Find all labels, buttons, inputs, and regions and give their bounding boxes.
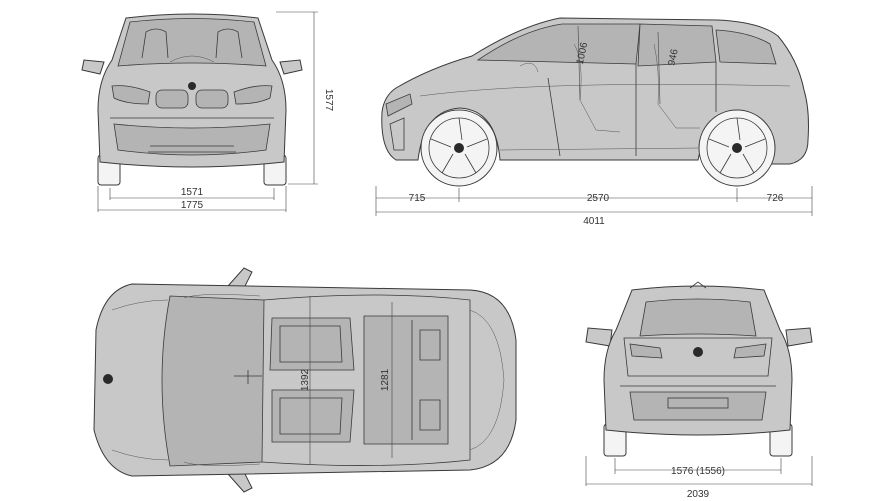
right-tail-light bbox=[733, 343, 767, 359]
front-left-seat bbox=[269, 317, 355, 371]
front-logo bbox=[188, 82, 196, 90]
rear-view bbox=[585, 281, 813, 486]
front-side-window bbox=[476, 23, 641, 65]
right-headlight bbox=[233, 85, 273, 105]
rear-quarter-window bbox=[715, 29, 777, 65]
front-track-width-label: 1571 bbox=[181, 187, 204, 198]
right-kidney-grille bbox=[195, 89, 229, 109]
side-view bbox=[375, 17, 813, 216]
left-tail-light bbox=[629, 343, 663, 359]
hood-logo bbox=[103, 374, 113, 384]
rear-window bbox=[639, 298, 757, 337]
overall-height-label: 1577 bbox=[323, 89, 334, 112]
rear-headroom-label: 946 bbox=[666, 48, 680, 67]
windshield bbox=[117, 18, 267, 67]
wheelbase-label: 2570 bbox=[587, 193, 610, 204]
left-mirror bbox=[81, 59, 105, 75]
rear-bumper bbox=[629, 391, 767, 421]
rear-overhang-label: 726 bbox=[767, 193, 784, 204]
front-right-seat bbox=[271, 389, 355, 443]
top-view bbox=[93, 267, 517, 493]
rear-view-right-mirror bbox=[785, 327, 813, 347]
overall-length-label: 4011 bbox=[583, 216, 605, 227]
front-overall-width-label: 1775 bbox=[181, 200, 204, 211]
front-shoulder-width-label: 1392 bbox=[300, 368, 311, 391]
rear-shoulder-width-label: 1281 bbox=[380, 368, 391, 391]
rear-overall-width-label: 2039 bbox=[687, 489, 710, 500]
right-mirror bbox=[279, 59, 303, 75]
top-windshield bbox=[161, 295, 265, 467]
rear-bench bbox=[363, 315, 449, 445]
front-overhang-label: 715 bbox=[409, 193, 426, 204]
rear-track-width-label: 1576 (1556) bbox=[671, 466, 725, 477]
rear-logo bbox=[693, 347, 703, 357]
front-bumper bbox=[113, 123, 271, 156]
front-headroom-label: 1006 bbox=[575, 41, 590, 65]
left-kidney-grille bbox=[155, 89, 189, 109]
front-view bbox=[81, 11, 318, 212]
rear-view-left-mirror bbox=[585, 327, 613, 347]
left-headlight bbox=[111, 85, 151, 105]
